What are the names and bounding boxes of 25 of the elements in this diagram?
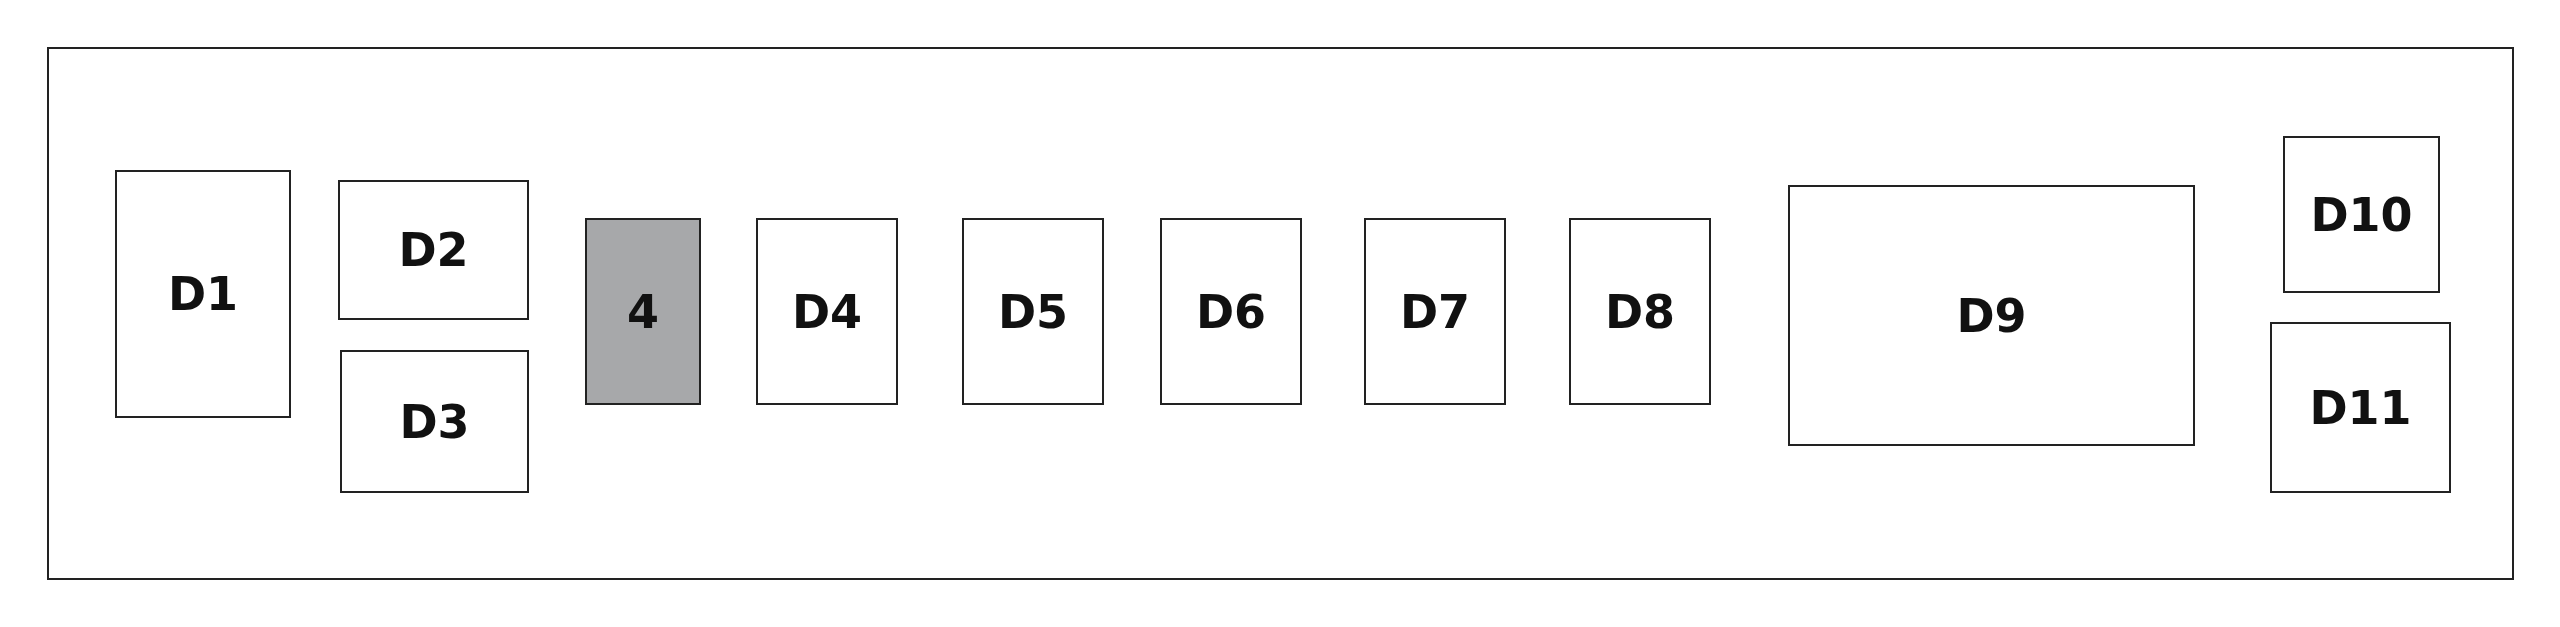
labeled-block — [756, 218, 898, 405]
block-label: D10 — [2310, 187, 2413, 242]
block-label: D7 — [1399, 284, 1471, 339]
shaded-block — [585, 218, 701, 405]
block-label: D8 — [1604, 284, 1676, 339]
labeled-block — [115, 170, 291, 418]
block-label: D2 — [398, 223, 469, 277]
block-label: D5 — [997, 284, 1069, 339]
labeled-block — [1788, 185, 2195, 446]
block-label: D9 — [1956, 288, 2027, 343]
block-label: D6 — [1195, 284, 1267, 339]
block-label: D4 — [791, 284, 863, 339]
labeled-block — [1160, 218, 1302, 405]
labeled-block — [338, 180, 529, 320]
labeled-block — [2270, 322, 2451, 493]
labeled-block — [1364, 218, 1506, 405]
labeled-block — [1569, 218, 1711, 405]
labeled-block — [962, 218, 1104, 405]
outer-frame — [47, 47, 2514, 580]
block-label: D3 — [399, 394, 470, 449]
block-label: D1 — [167, 267, 239, 321]
block-label: 4 — [627, 284, 659, 339]
block-label: D11 — [2309, 380, 2412, 435]
labeled-block — [2283, 136, 2440, 293]
labeled-block — [340, 350, 529, 493]
